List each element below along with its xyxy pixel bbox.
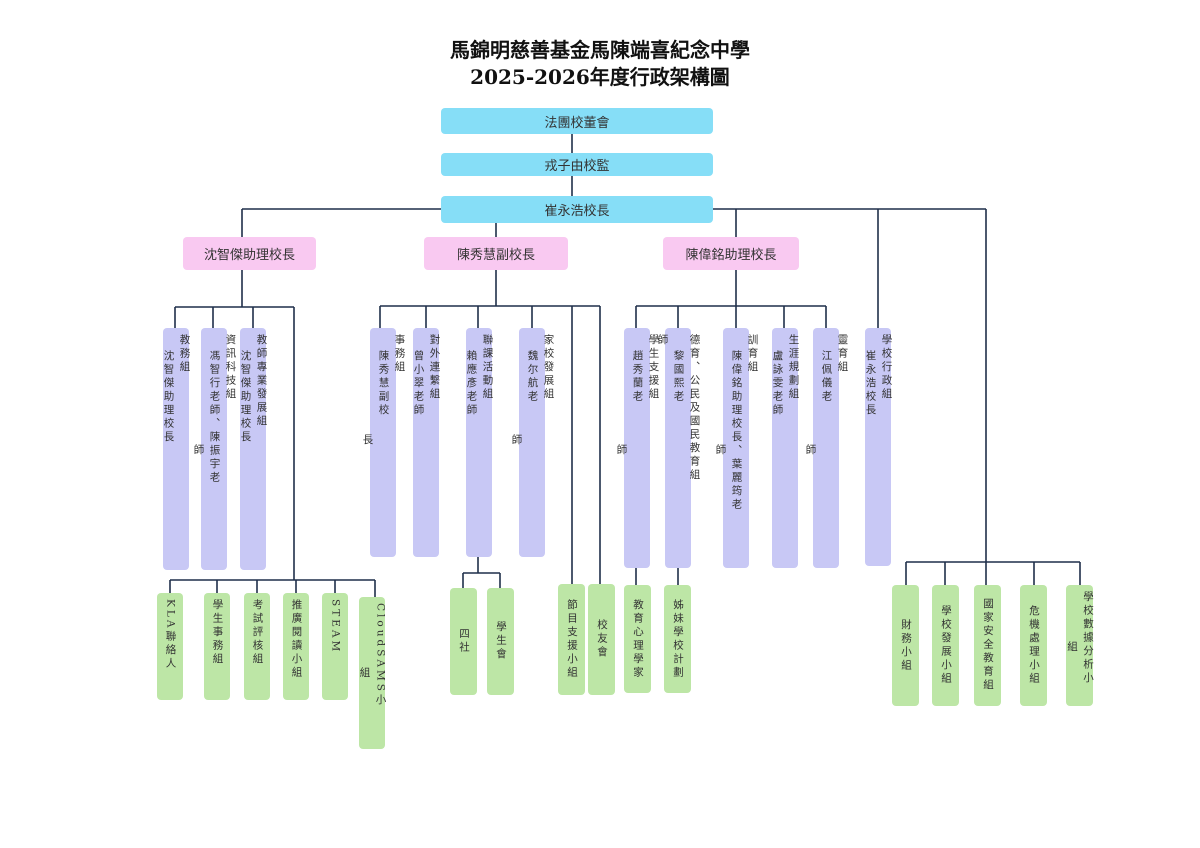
subgroup-steam: STEAM [322,593,348,700]
chart-title-year: 2025-2026年度行政架構圖 [470,65,730,89]
supervisor-node: 戎子由校監 [441,153,713,176]
group-moral-civic-education-lead: 黎國熙老 [672,350,685,404]
group-it-lead: 馮智行老師、陳振宇老 [208,350,221,485]
subgroup-school-development: 學校發展小組 [932,585,959,706]
assistant-principal-right-node: 陳偉銘助理校長 [663,237,799,270]
group-school-administration: 學校行政組 崔永浩校長 [864,328,893,566]
group-school-administration-lead: 崔永浩校長 [864,350,877,418]
group-spiritual-education-lead-cont: 師 [804,444,817,458]
subgroup-exam-assessment-label: 考試評核組 [251,599,264,667]
subgroup-student-affairs-label: 學生事務組 [211,599,224,667]
group-academic-lead: 沈智傑助理校長 [162,350,175,445]
subgroup-crisis-management: 危機處理小組 [1020,585,1047,706]
supervisor-label: 戎子由校監 [544,159,610,174]
group-teacher-development-lead: 沈智傑助理校長 [239,350,252,445]
group-external-relations: 對外連繫組 曾小翠老師 [412,328,441,557]
subgroup-student-affairs: 學生事務組 [204,593,230,700]
subgroup-alumni-association-label: 校友會 [596,619,608,660]
subgroup-kla-liaison: KLA聯絡人 [157,593,183,700]
group-spiritual-education: 靈育組 江佩儀老 師 [805,328,849,568]
group-moral-civic-education-lead-cont: 師 [656,334,669,348]
chart-title-school: 馬錦明慈善基金馬陳端喜紀念中學 [450,38,750,62]
group-discipline: 訓育組 陳偉銘助理校長、葉麗筠老 師 [715,328,759,568]
subgroup-programme-support: 節目支援小組 [558,584,585,695]
subgroup-finance: 財務小組 [892,585,919,706]
subgroup-alumni-association: 校友會 [588,584,615,695]
group-home-school: 家校發展組 魏尔航老 師 [511,328,555,557]
subgroup-sister-school-label: 姊妹學校計劃 [672,598,684,680]
subgroup-cloudsams: CloudSAMS小 組 [358,597,387,749]
subgroup-crisis-management-label: 危機處理小組 [1028,605,1040,686]
subgroup-data-analysis-label-cont: 組 [1066,641,1078,655]
subgroup-educational-psychologist: 教育心理學家 [624,585,651,693]
group-discipline-lead: 陳偉銘助理校長、葉麗筠老 [730,350,743,512]
principal-label: 崔永浩校長 [544,204,610,219]
group-home-school-name: 家校發展組 [542,334,555,402]
group-it-name: 資訊科技組 [224,334,237,402]
subgroup-reading-promotion-label: 推廣閱讀小組 [290,599,303,680]
subgroup-kla-liaison-label: KLA聯絡人 [164,599,177,671]
group-academic: 教務組 沈智傑助理校長 [162,328,191,570]
assistant-principal-left-label: 沈智傑助理校長 [203,248,295,263]
group-career-planning-name: 生涯規劃組 [787,334,800,402]
subgroup-steam-label: STEAM [329,599,342,655]
group-general-affairs-lead: 陳秀慧副校 [377,350,390,418]
subgroup-finance-label: 財務小組 [900,618,912,673]
subgroup-exam-assessment: 考試評核組 [244,593,270,700]
group-it: 資訊科技組 馮智行老師、陳振宇老 師 [193,328,237,570]
group-discipline-lead-cont: 師 [714,444,727,458]
subgroup-four-houses: 四社 [450,588,477,695]
subgroup-student-union-label: 學生會 [495,621,507,662]
group-moral-civic-education: 德育、公民及國民教育組 黎國熙老 師 [657,328,701,568]
board-node: 法團校董會 [441,108,713,134]
group-extracurricular-name: 聯課活動組 [481,334,494,402]
subgroup-data-analysis: 學校數據分析小 組 [1066,585,1094,706]
group-career-planning-lead: 盧詠雯老師 [771,350,784,418]
vice-principal-label: 陳秀慧副校長 [456,248,535,263]
subgroup-national-security-education-label: 國家安全教育組 [982,598,994,693]
group-general-affairs-lead-cont: 長 [361,434,374,448]
subgroup-school-development-label: 學校發展小組 [940,605,952,686]
group-home-school-lead: 魏尔航老 [526,350,539,404]
principal-node: 崔永浩校長 [441,196,713,223]
group-student-support-name: 學生支援組 [647,334,660,402]
group-career-planning: 生涯規劃組 盧詠雯老師 [771,328,800,568]
group-spiritual-education-name: 靈育組 [836,334,849,375]
board-label: 法團校董會 [544,115,610,131]
group-school-administration-name: 學校行政組 [880,334,893,402]
subgroup-cloudsams-label-cont: 組 [358,667,371,681]
subgroup-cloudsams-label: CloudSAMS小 [374,603,387,708]
subgroup-data-analysis-label: 學校數據分析小 [1082,591,1094,686]
vice-principal-node: 陳秀慧副校長 [424,237,568,270]
subgroup-educational-psychologist-label: 教育心理學家 [632,598,644,680]
group-moral-civic-education-name: 德育、公民及國民教育組 [688,334,701,483]
group-discipline-name: 訓育組 [746,334,759,375]
assistant-principal-right-label: 陳偉銘助理校長 [685,248,777,263]
subgroup-four-houses-label: 四社 [458,628,470,655]
subgroup-national-security-education: 國家安全教育組 [974,585,1001,706]
group-spiritual-education-lead: 江佩儀老 [820,350,833,404]
group-external-relations-lead: 曾小翠老師 [412,350,425,418]
group-home-school-lead-cont: 師 [510,434,523,448]
group-external-relations-name: 對外連繫組 [428,334,441,402]
group-student-support-lead-cont: 師 [615,444,628,458]
subgroup-reading-promotion: 推廣閱讀小組 [283,593,309,700]
group-student-support: 學生支援組 趙秀蘭老 師 [616,328,660,568]
group-teacher-development-name: 教師專業發展組 [255,334,268,429]
subgroup-sister-school: 姊妹學校計劃 [664,585,691,693]
group-academic-name: 教務組 [178,334,191,375]
group-general-affairs-name: 事務組 [393,334,406,375]
group-teacher-development: 教師專業發展組 沈智傑助理校長 [239,328,268,570]
subgroup-student-union: 學生會 [487,588,514,695]
group-extracurricular: 聯課活動組 賴應彥老師 [465,328,494,557]
assistant-principal-left-node: 沈智傑助理校長 [183,237,316,270]
group-general-affairs: 事務組 陳秀慧副校 長 [362,328,406,557]
subgroup-programme-support-label: 節目支援小組 [566,599,578,680]
group-it-lead-cont: 師 [192,444,205,458]
group-extracurricular-lead: 賴應彥老師 [465,350,478,418]
group-student-support-lead: 趙秀蘭老 [631,350,644,404]
